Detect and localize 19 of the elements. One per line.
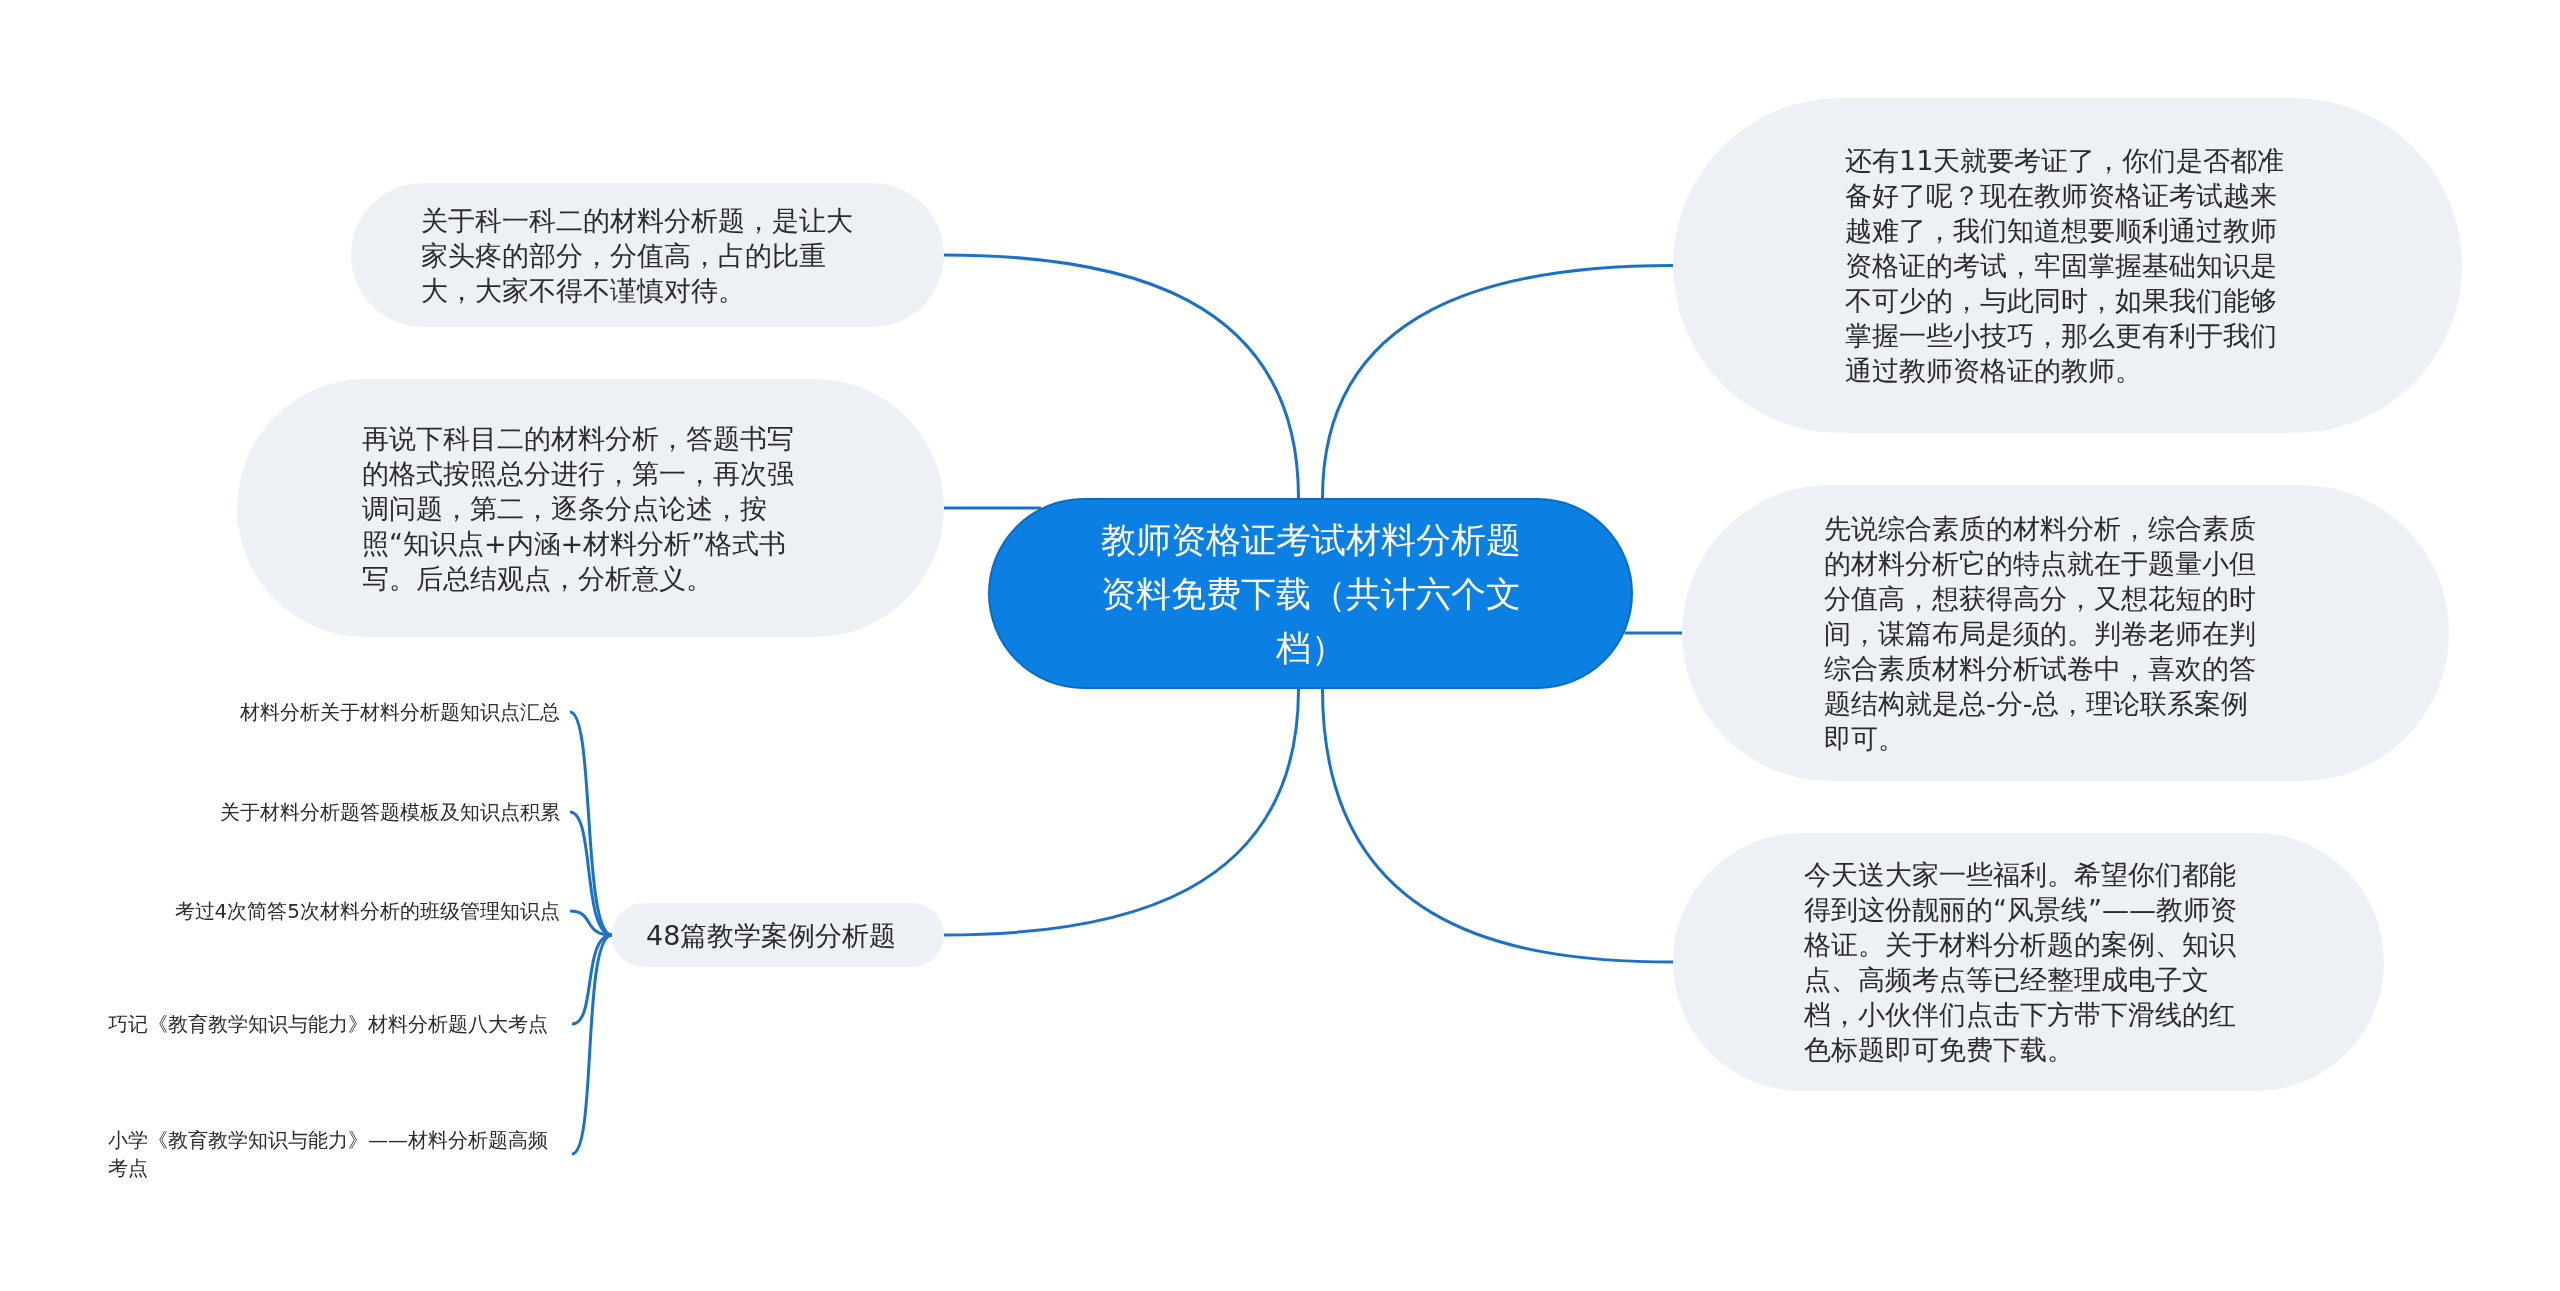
central-topic-text: 教师资格证考试材料分析题资料免费下载（共计六个文档） [1099,518,1522,670]
subtopic-text: 关于材料分析题答题模板及知识点积累 [220,798,560,826]
connector-line [1321,264,1674,499]
connector-line [944,506,1041,510]
topic-text: 先说综合素质的材料分析，综合素质的材料分析它的特点就在于题量小但分值高，想获得高分，又想花短的时间，谋篇布局是须的。判卷老师在判综合素质材料分析试卷中，喜欢的答题结构就是总-分-总，理论联系案例即可。 [1824,511,2257,756]
connector-line [1321,688,1674,964]
subtopic-text: 考过4次简答5次材料分析的班级管理知识点 [174,897,560,925]
subtopic-text: 材料分析关于材料分析题知识点汇总 [240,698,560,726]
connector-line [1624,631,1682,635]
topic-text: 48篇教学案例分析题 [646,918,898,953]
topic-text: 今天送大家一些福利。希望你们都能得到这份靓丽的“风景线”——教师资格证。关于材料分析题的案例、知识点、高频考点等已经整理成电子文档，小伙伴们点击下方带下滑线的红色标题即可免费下载。 [1804,858,2238,1067]
topic-text: 关于科一科二的材料分析题，是让大家头疼的部分，分值高，占的比重大，大家不得不谨慎对待。 [421,203,854,308]
connector-line [943,253,1300,499]
subtopic-text: 小学《教育教学知识与能力》——材料分析题高频考点 [108,1126,562,1182]
topic-text: 还有11天就要考证了，你们是否都准备好了呢？现在教师资格证考试越来越难了，我们知道想要顺利通过教师资格证的考试，牢固掌握基础知识是不可少的，与此同时，如果我们能够掌握一些小技巧，那么更有利于我们通过教师资格证的教师。 [1845,144,2286,388]
connector-line [943,688,1300,937]
connector-line [571,933,613,1156]
topic-text: 再说下科目二的材料分析，答题书写的格式按照总分进行，第一，再次强调问题，第二，逐条分点论述，按照“知识点+内涵+材料分析”格式书写。后总结观点，分析意义。 [362,421,795,596]
subtopic-text: 巧记《教育教学知识与能力》材料分析题八大考点 [108,1010,562,1038]
